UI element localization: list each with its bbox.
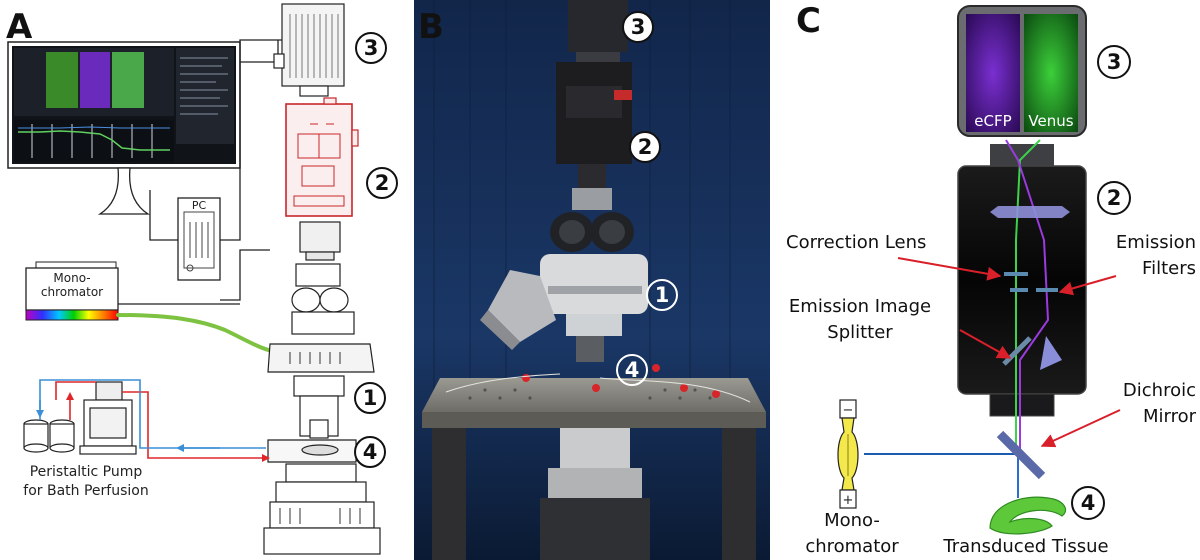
panel-b-letter: B bbox=[418, 7, 444, 47]
panel-a: A bbox=[6, 3, 398, 555]
marker-b-1: 1 bbox=[646, 279, 678, 311]
svg-text:1: 1 bbox=[655, 283, 670, 307]
dichroic-label-line2: Mirror bbox=[1143, 406, 1197, 427]
svg-text:4: 4 bbox=[1081, 491, 1096, 515]
marker-c-2: 2 bbox=[1097, 181, 1131, 215]
marker-c-4: 4 bbox=[1071, 486, 1105, 520]
light-fiber bbox=[116, 313, 280, 354]
svg-text:−: − bbox=[843, 403, 854, 418]
svg-text:2: 2 bbox=[375, 171, 390, 195]
panel-b: B bbox=[414, 0, 770, 560]
peristaltic-pump bbox=[23, 381, 137, 455]
transduced-tissue bbox=[989, 496, 1067, 535]
marker-a-3: 3 bbox=[355, 32, 387, 64]
emission-filters-label-line1: Emission bbox=[1116, 232, 1196, 253]
marker-a-2: 2 bbox=[366, 167, 398, 199]
marker-a-1: 1 bbox=[354, 382, 386, 414]
venus-label: Venus bbox=[1028, 112, 1073, 130]
splitter-mirror bbox=[1002, 336, 1032, 366]
svg-text:3: 3 bbox=[631, 15, 646, 39]
emission-filters-label-line2: Filters bbox=[1142, 258, 1196, 279]
panel-c: C eCFP Venus bbox=[786, 1, 1197, 557]
excitation-beam bbox=[864, 450, 1021, 498]
pc-label: PC bbox=[192, 199, 207, 212]
svg-text:3: 3 bbox=[364, 36, 379, 60]
svg-text:2: 2 bbox=[1107, 186, 1122, 210]
emission-splitter-label-line1: Emission Image bbox=[789, 296, 931, 317]
svg-text:4: 4 bbox=[363, 440, 378, 464]
splitter-box bbox=[957, 165, 1087, 417]
svg-text:2: 2 bbox=[638, 135, 653, 159]
monitor bbox=[7, 41, 241, 215]
correction-lens bbox=[990, 206, 1070, 218]
svg-text:+: + bbox=[843, 493, 854, 508]
monochromator-c-line1: Mono- bbox=[824, 510, 880, 531]
emission-splitter-label-line2: Splitter bbox=[827, 322, 893, 343]
marker-a-4: 4 bbox=[354, 436, 386, 468]
svg-text:4: 4 bbox=[625, 358, 640, 382]
monochromator-a: Mono- chromator bbox=[25, 261, 119, 321]
pc-tower: PC bbox=[177, 197, 221, 281]
annotation-arrows bbox=[897, 257, 1121, 448]
panel-a-letter: A bbox=[6, 7, 33, 47]
svg-text:3: 3 bbox=[1107, 50, 1122, 74]
dichroic-mirror bbox=[996, 430, 1046, 480]
correction-lens-label: Correction Lens bbox=[786, 232, 926, 253]
perfusion-tubing bbox=[36, 379, 270, 462]
monochromator-a-line1: Mono- bbox=[53, 271, 90, 285]
monochromator-c-line2: chromator bbox=[805, 536, 899, 557]
tissue-label: Transduced Tissue bbox=[942, 536, 1108, 557]
monochromator-lamp: − + bbox=[837, 399, 859, 509]
pump-label-line2: for Bath Perfusion bbox=[23, 483, 148, 499]
camera-sensor: eCFP Venus bbox=[957, 5, 1087, 166]
monochromator-a-line2: chromator bbox=[41, 285, 103, 299]
marker-b-4: 4 bbox=[616, 354, 648, 386]
marker-c-3: 3 bbox=[1097, 45, 1131, 79]
marker-b-2: 2 bbox=[629, 131, 661, 163]
ecfp-label: eCFP bbox=[974, 112, 1011, 130]
pump-label-line1: Peristaltic Pump bbox=[30, 464, 143, 480]
svg-text:1: 1 bbox=[363, 386, 378, 410]
marker-b-3: 3 bbox=[622, 11, 654, 43]
microscope-drawing bbox=[263, 3, 381, 555]
dichroic-label-line1: Dichroic bbox=[1123, 380, 1196, 401]
panel-c-letter: C bbox=[796, 1, 821, 41]
splitter-prism bbox=[1040, 336, 1062, 370]
emission-beams bbox=[1005, 139, 1050, 454]
